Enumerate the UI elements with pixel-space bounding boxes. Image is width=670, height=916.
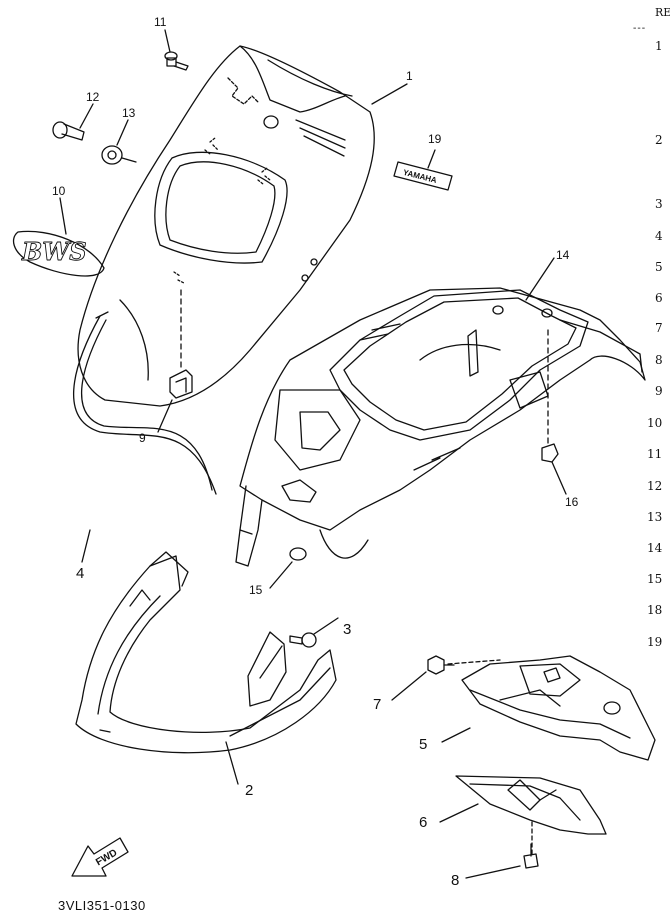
nut-13-part xyxy=(102,120,136,164)
fwd-arrow-icon: FWD xyxy=(72,838,128,876)
trim-strip-4-part xyxy=(74,312,216,562)
ref-number: 12 xyxy=(647,479,663,493)
bolt-12-part xyxy=(53,104,93,140)
ref-column-header: RE xyxy=(655,6,670,19)
callout-13: 13 xyxy=(122,106,136,120)
callout-4: 4 xyxy=(76,565,85,582)
label-19-part: YAMAHA xyxy=(394,150,452,190)
clip-16-part xyxy=(542,444,566,494)
callout-2: 2 xyxy=(245,782,254,799)
ref-number: 8 xyxy=(655,353,663,367)
callout-7: 7 xyxy=(373,696,382,713)
ref-number: 9 xyxy=(655,384,663,398)
ref-number: 2 xyxy=(655,133,663,147)
callout-11: 11 xyxy=(154,15,167,29)
ref-number: 3 xyxy=(655,197,663,211)
ref-number: 13 xyxy=(647,510,663,524)
callout-14: 14 xyxy=(556,248,570,262)
grommet-15-part xyxy=(270,548,306,588)
ref-number: 7 xyxy=(655,321,663,335)
bolt-8-part xyxy=(466,844,538,878)
ref-number: 5 xyxy=(655,260,663,274)
ref-number: 4 xyxy=(655,229,663,243)
rear-fender-14-part xyxy=(236,258,645,566)
grommet-9-part xyxy=(158,370,192,432)
callout-16: 16 xyxy=(565,495,579,509)
bws-emblem-part: BWS xyxy=(14,198,104,276)
diagram-code: 3VLI351-0130 xyxy=(58,898,146,913)
ref-number: 11 xyxy=(647,447,663,461)
lower-guard-2-part xyxy=(76,552,336,784)
ref-column-divider: --- xyxy=(633,23,647,34)
ref-number: 15 xyxy=(647,572,663,586)
callout-12: 12 xyxy=(86,90,100,104)
callout-5: 5 xyxy=(419,736,428,753)
callout-8: 8 xyxy=(451,872,460,889)
bolt-11-part xyxy=(165,30,188,70)
callout-6: 6 xyxy=(419,814,428,831)
ref-number: 14 xyxy=(647,541,663,555)
front-cover-part xyxy=(78,46,374,406)
bws-logo-text: BWS xyxy=(21,237,87,266)
callout-9: 9 xyxy=(139,431,146,445)
rear-bracket-5-part xyxy=(442,656,655,760)
callout-19: 19 xyxy=(428,132,442,146)
ref-number: 19 xyxy=(647,635,663,649)
leader-1 xyxy=(372,84,407,104)
bolt-7-part xyxy=(392,656,454,700)
callout-10: 10 xyxy=(52,184,66,198)
lower-bracket-6-part xyxy=(440,776,606,856)
ref-number: 1 xyxy=(655,39,663,53)
callout-1: 1 xyxy=(406,69,413,83)
screw-3-part xyxy=(290,618,338,647)
ref-number: 6 xyxy=(655,291,663,305)
callout-15: 15 xyxy=(249,583,263,597)
callout-3: 3 xyxy=(343,621,352,638)
ref-number: 18 xyxy=(647,603,663,617)
ref-number: 10 xyxy=(647,416,663,430)
